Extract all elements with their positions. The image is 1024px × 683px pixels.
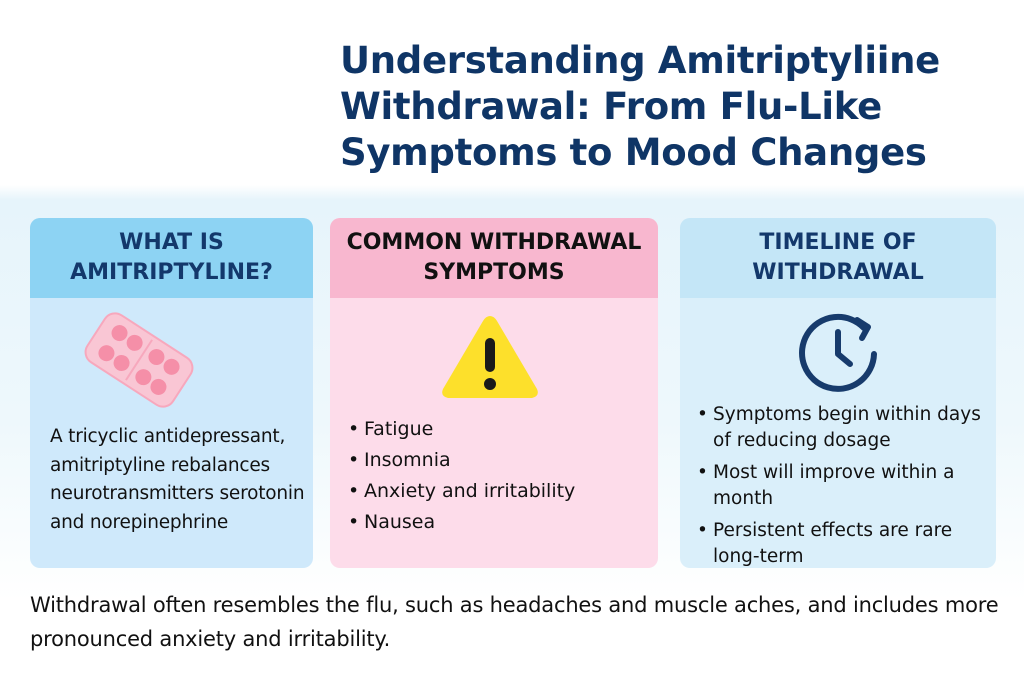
card-heading: WHAT IS AMITRIPTYLINE? <box>30 218 313 298</box>
card-common-withdrawal-symptoms: COMMON WITHDRAWAL SYMPTOMS Fatigue Insom… <box>330 218 658 568</box>
list-item: Fatigue <box>348 414 575 445</box>
card-heading-line-2: SYMPTOMS <box>423 260 565 285</box>
card-timeline-of-withdrawal: TIMELINE OF WITHDRAWAL Symptoms begin wi… <box>680 218 996 568</box>
card-heading-line-1: TIMELINE OF <box>759 230 917 255</box>
footer-summary: Withdrawal often resembles the flu, such… <box>30 593 999 651</box>
card-heading-line-2: AMITRIPTYLINE? <box>70 260 273 285</box>
clock-icon <box>799 313 877 392</box>
card-heading-line-1: WHAT IS <box>119 230 224 255</box>
symptom-list: Fatigue Insomnia Anxiety and irritabilit… <box>348 414 575 538</box>
amitriptyline-description: A tricyclic antidepressant, amitriptylin… <box>50 426 305 533</box>
list-item: Persistent effects are rare long-term <box>697 518 993 568</box>
warning-icon <box>442 316 538 398</box>
title-line-3: Symptoms to Mood Changes <box>340 131 927 174</box>
page-title: Understanding Amitriptyliine Withdrawal:… <box>340 38 1010 176</box>
title-line-1: Understanding Amitriptyliine <box>340 39 940 82</box>
card-heading: COMMON WITHDRAWAL SYMPTOMS <box>330 218 658 298</box>
list-item: Nausea <box>348 507 575 538</box>
card-heading-line-1: COMMON WITHDRAWAL <box>346 230 642 255</box>
title-line-2: Withdrawal: From Flu-Like <box>340 85 882 128</box>
card-what-is-amitriptyline: WHAT IS AMITRIPTYLINE? A tricyclic antid… <box>30 218 313 568</box>
card-heading-line-2: WITHDRAWAL <box>752 260 924 285</box>
card-heading: TIMELINE OF WITHDRAWAL <box>680 218 996 298</box>
timeline-list: Symptoms begin within days of reducing d… <box>697 402 993 568</box>
list-item: Anxiety and irritability <box>348 476 575 507</box>
list-item: Most will improve within a month <box>697 460 993 512</box>
list-item: Insomnia <box>348 445 575 476</box>
pill-blister-icon <box>84 312 194 408</box>
list-item: Symptoms begin within days of reducing d… <box>697 402 993 454</box>
